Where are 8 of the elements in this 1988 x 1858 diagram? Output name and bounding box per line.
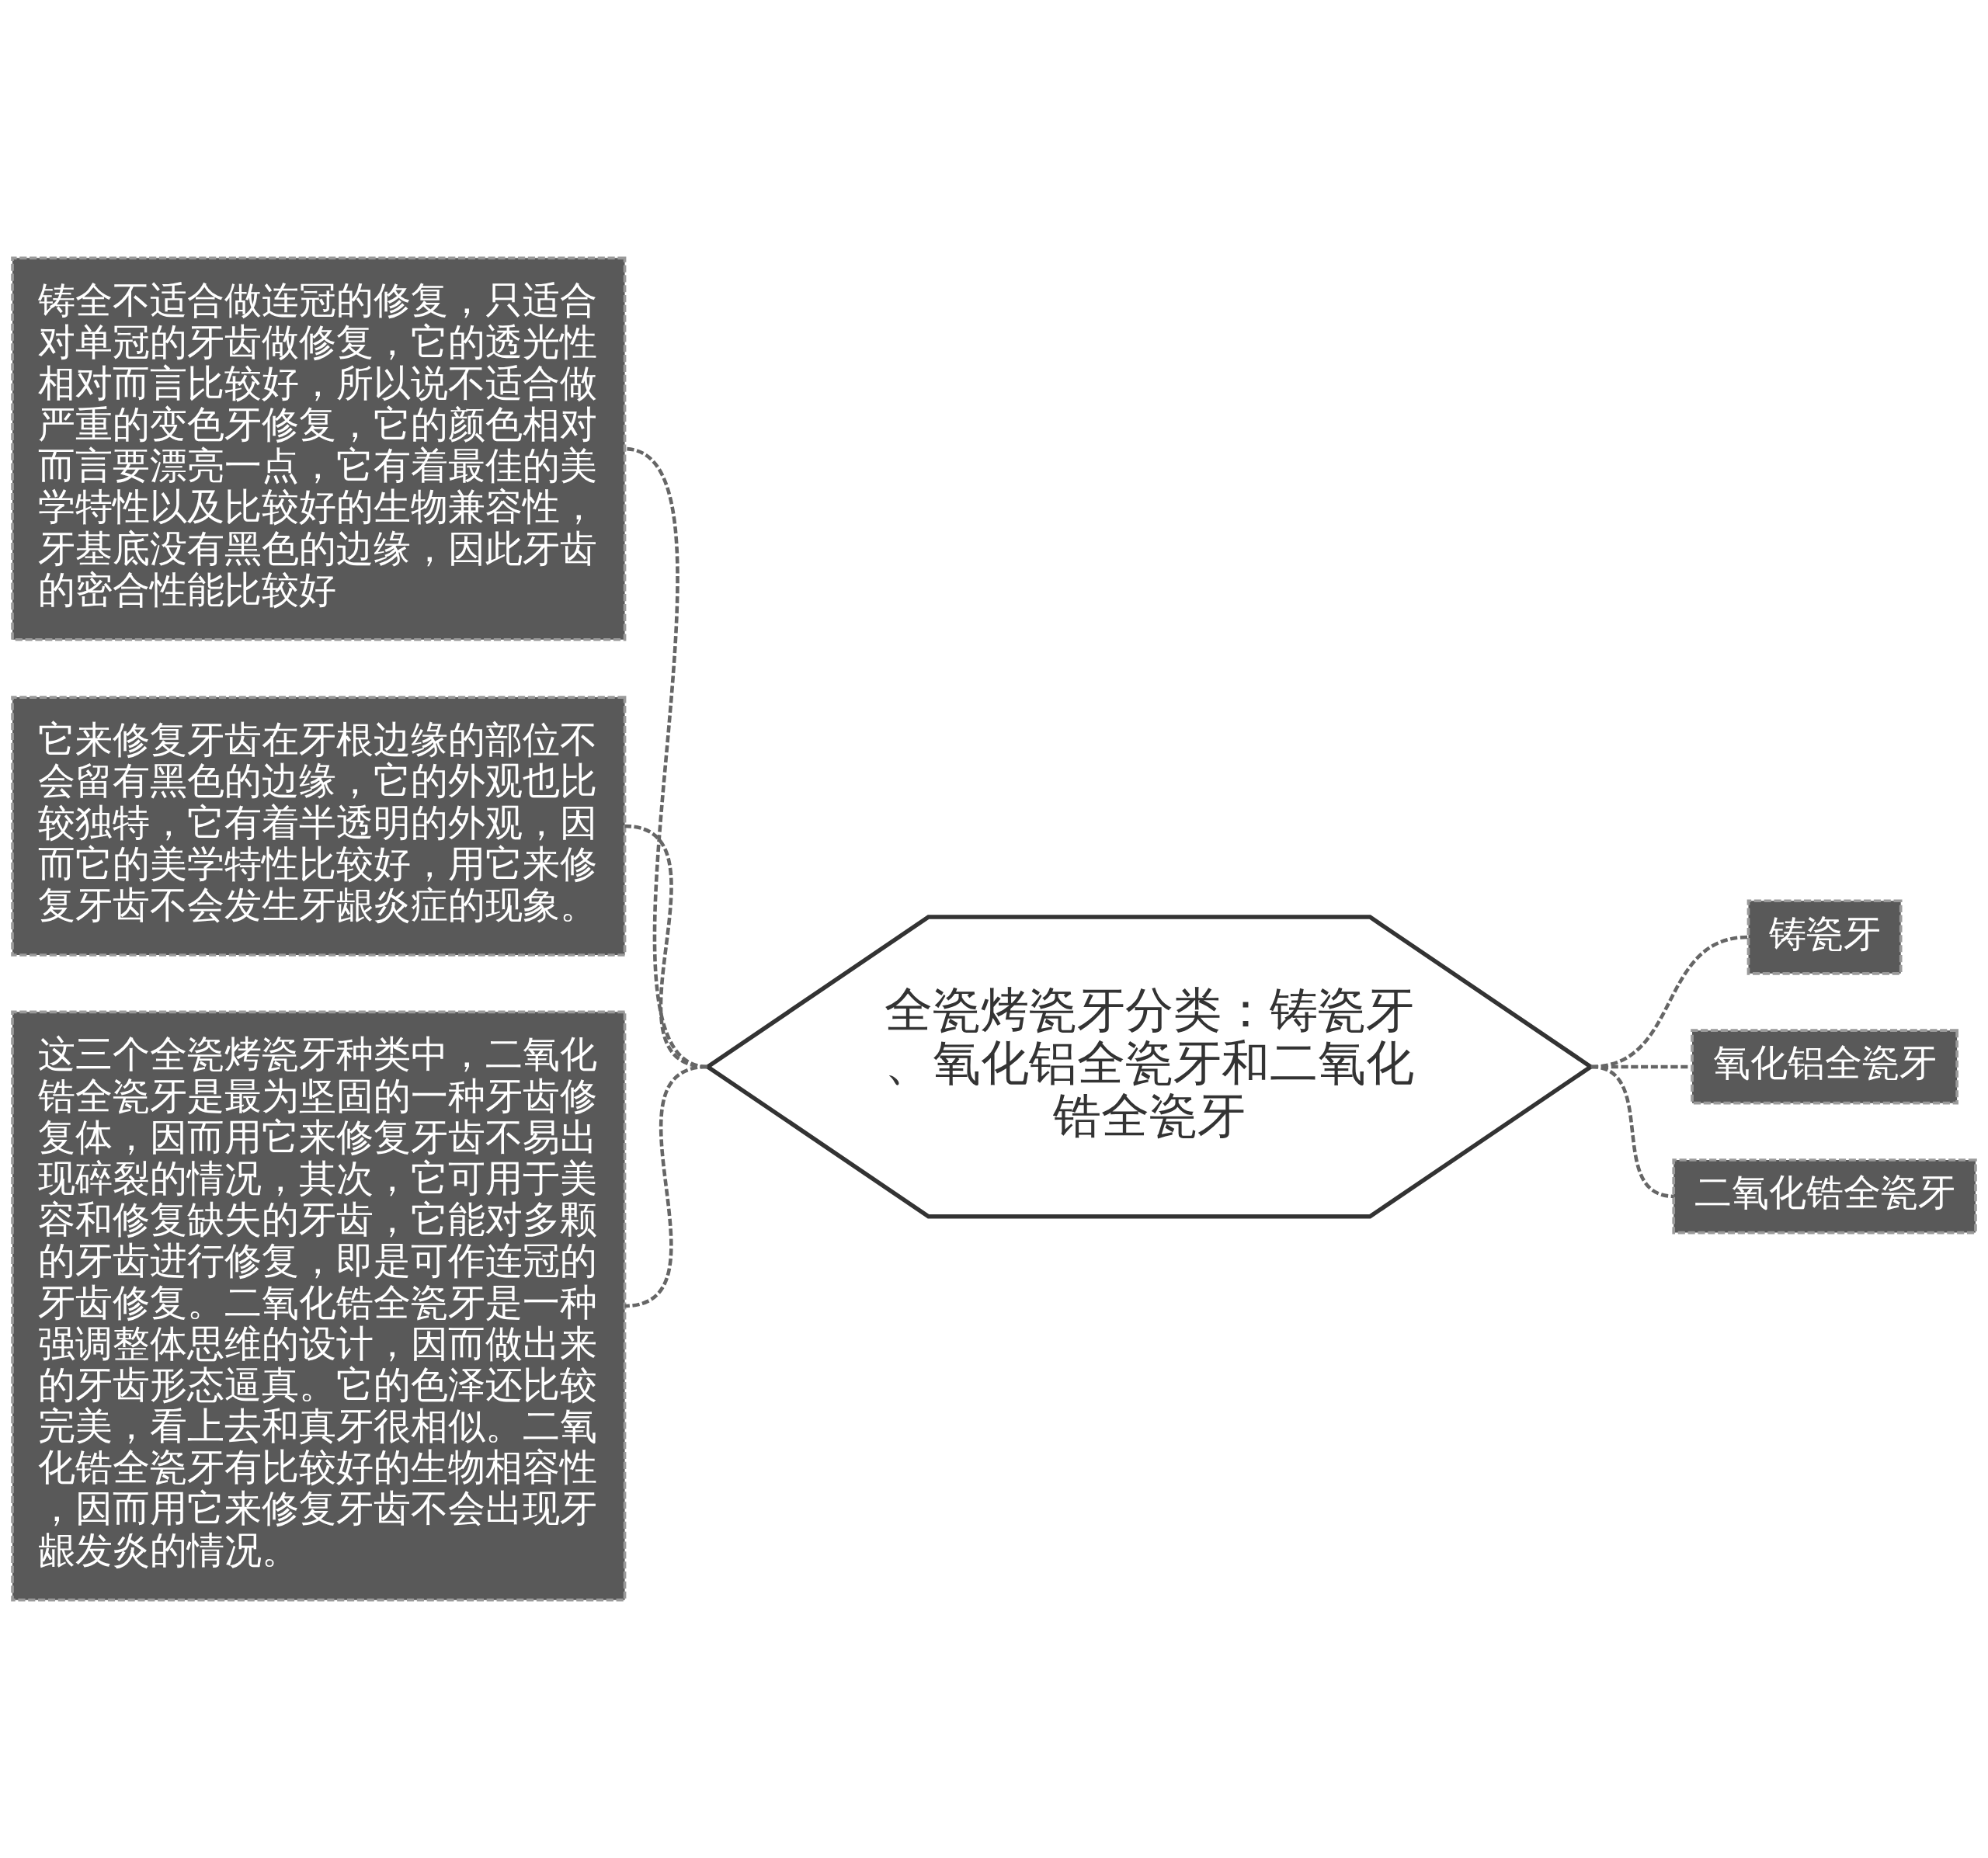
connector <box>1590 1064 1674 1199</box>
node-box: 这三个全瓷烤瓷牙种类中，二氧化锆全瓷牙是最为坚固的一种牙齿修复体，因而用它来修复牙齿不易出现碎裂的情况，其次，它可用于美容和修复缺失的牙齿，它能对多颗的牙齿进行修复，即是可作连冠的牙齿修复。二氧化锆全瓷牙是一种强调整体思维的设计，因而做出来的牙齿形态逼真。它的色泽还比较完美，看上去和真牙很相似。二氧化锆全瓷牙有比较好的生物相容性，因而用它来修复牙齿不会出现牙龈发炎的情况。 <box>11 1010 627 1602</box>
connector <box>624 1064 708 1308</box>
node-box: 铸瓷牙 <box>1746 899 1903 975</box>
node-box: 铸全不适合做连冠的修复，只适合对单冠的牙齿做修复，它的透光性相对而言比较好，所以说不适合做严重的变色牙修复，它的颜色相对而言要漂亮一点，它有着最佳的美学特性以及比较好的生物兼容性，牙基底没有黑色的边缘，因此牙齿的密合性能比较好 <box>11 256 627 641</box>
node-box: 氧化铝全瓷牙 <box>1691 1029 1958 1105</box>
node-box: 它来修复牙齿在牙根边缘的部位不会留有黑色的边缘，它的外观也比较独特，它有着半透明的外观，因而它的美学特性比较好，用它来修复牙齿不会发生牙龈炎症的现象。 <box>11 696 627 957</box>
node-box: 二氧化锆全瓷牙 <box>1672 1158 1977 1235</box>
